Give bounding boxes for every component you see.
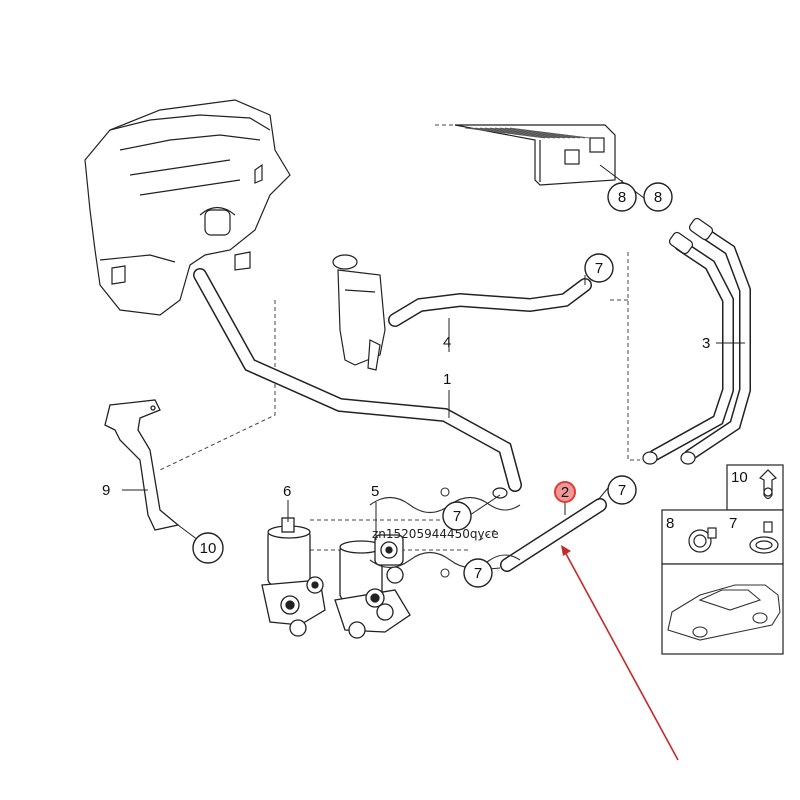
engine-block bbox=[84, 99, 291, 316]
callout-7-mid-upper: 7 bbox=[442, 501, 472, 531]
hose-2 bbox=[500, 498, 607, 572]
label-4: 4 bbox=[443, 334, 451, 351]
svg-text:10: 10 bbox=[200, 540, 217, 557]
clamp-8-icon bbox=[688, 527, 717, 553]
car-silhouette bbox=[667, 584, 781, 641]
label-1: 1 bbox=[443, 371, 451, 388]
callout-7-mid-lower: 7 bbox=[463, 558, 493, 588]
svg-text:7: 7 bbox=[618, 482, 626, 499]
label-3: 3 bbox=[702, 335, 710, 352]
callout-10-bracket: 10 bbox=[192, 532, 224, 564]
valve-6 bbox=[261, 517, 326, 637]
svg-text:7: 7 bbox=[595, 260, 603, 277]
hose-3 bbox=[642, 217, 751, 465]
svg-text:7: 7 bbox=[474, 565, 482, 582]
clamp-7-icon bbox=[749, 521, 779, 554]
watermark-text: zn15205944450qyce bbox=[372, 527, 499, 541]
label-9: 9 bbox=[102, 482, 110, 499]
svg-text:8: 8 bbox=[618, 189, 626, 206]
valve-5 bbox=[334, 534, 411, 639]
svg-text:2: 2 bbox=[561, 484, 569, 501]
hose-1 bbox=[193, 268, 522, 499]
clip-10-icon bbox=[758, 469, 778, 500]
callout-8-right: 8 bbox=[643, 182, 673, 212]
hose-4 bbox=[388, 278, 592, 327]
label-6: 6 bbox=[283, 483, 291, 500]
svg-text:8: 8 bbox=[654, 189, 662, 206]
callout-2-highlighted: 2 bbox=[554, 481, 576, 503]
callout-7-top: 7 bbox=[584, 253, 614, 283]
callout-7-right: 7 bbox=[607, 475, 637, 505]
inset-label-8: 8 bbox=[666, 515, 674, 532]
svg-text:7: 7 bbox=[453, 508, 461, 525]
expansion-tank bbox=[332, 254, 386, 371]
heater-core bbox=[454, 124, 616, 186]
callout-8-left: 8 bbox=[607, 182, 637, 212]
bracket-9 bbox=[104, 399, 180, 531]
inset-label-7: 7 bbox=[729, 515, 737, 532]
label-5: 5 bbox=[371, 483, 379, 500]
inset-label-10: 10 bbox=[731, 469, 748, 486]
pointer-arrow bbox=[561, 545, 679, 761]
